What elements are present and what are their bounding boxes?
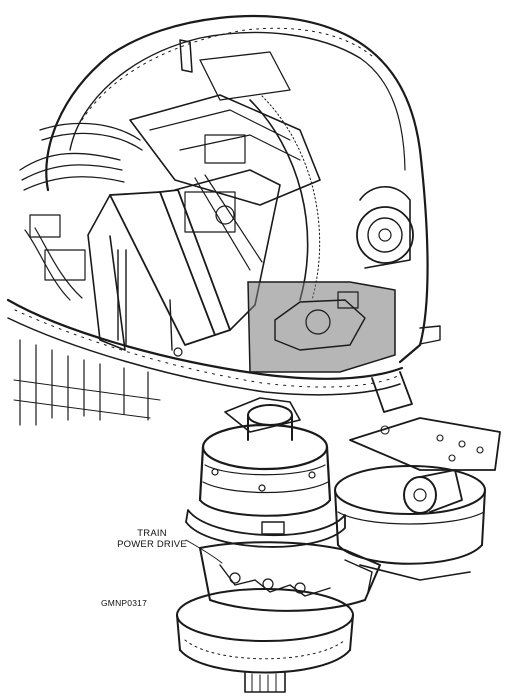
train-power-drive-label-line-1: TRAIN (137, 528, 167, 539)
gun-mount-housing (6, 14, 441, 426)
auxiliary-motor-unit (334, 417, 501, 581)
train-power-drive-label: TRAIN POWER DRIVE (104, 528, 200, 550)
figure-code: GMNP0317 (101, 598, 148, 608)
gun-cradle-assembly (19, 39, 414, 357)
train-drive-highlight-box (247, 281, 396, 373)
train-power-drive-assembly (176, 397, 381, 693)
train-power-drive-label-line-2: POWER DRIVE (117, 539, 187, 550)
train-power-drive-leader (185, 539, 223, 564)
